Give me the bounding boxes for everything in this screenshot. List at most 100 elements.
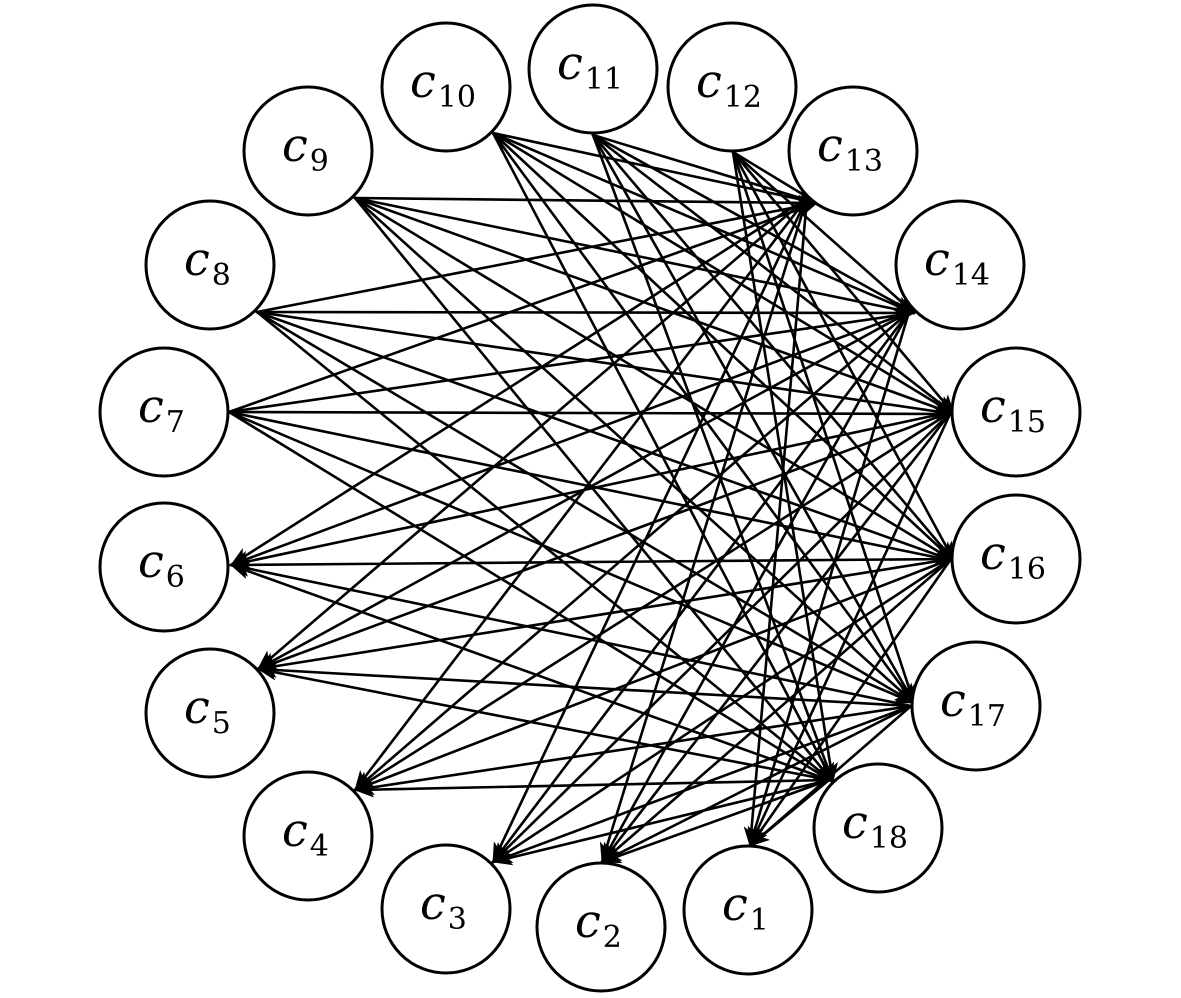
edge-c8-to-c16 — [255, 310, 956, 563]
edge-c17-to-c2 — [600, 704, 913, 864]
edge-c11-to-c14 — [591, 133, 916, 315]
edge-c7-to-c15 — [227, 405, 956, 422]
node-label-subscript: 18 — [870, 821, 908, 856]
node-c16: c16 — [950, 493, 1082, 625]
edge-c14-to-c2 — [600, 310, 911, 864]
edge-c8-to-c15 — [255, 310, 956, 420]
node-label: c17 — [940, 673, 1006, 734]
node-circle — [950, 346, 1082, 478]
edge-c13-to-c3 — [491, 196, 809, 864]
node-circle — [527, 3, 659, 135]
edge-c16-to-c5 — [256, 557, 953, 674]
node-label-letter: c — [282, 118, 308, 172]
edge-c13-to-c4 — [353, 196, 809, 792]
edge-c18-to-c3 — [491, 778, 831, 866]
node-c5: c5 — [144, 647, 276, 779]
node-circle — [380, 21, 512, 153]
node-label-subscript: 12 — [724, 80, 762, 115]
edge-c9-to-c14 — [353, 196, 916, 318]
edge-c7-to-c13 — [227, 201, 819, 414]
node-label: c5 — [184, 680, 231, 741]
node-c7: c7 — [98, 346, 230, 478]
node-circle — [787, 85, 919, 217]
edge-c9-to-c15 — [353, 196, 956, 416]
node-label-letter: c — [138, 534, 164, 588]
node-label-letter: c — [420, 876, 446, 930]
edge-c7-to-c17 — [227, 410, 916, 705]
node-label: c10 — [410, 54, 476, 115]
edge-c12-to-c13 — [731, 150, 819, 205]
edge-c17-to-c4 — [353, 704, 913, 796]
edge-c12-to-c15 — [731, 150, 956, 416]
edge-c8-to-c17 — [255, 310, 916, 705]
node-label: c18 — [842, 795, 908, 856]
node-label-subscript: 3 — [448, 902, 467, 937]
node-label-letter: c — [184, 680, 210, 734]
edge-c13-to-c2 — [599, 196, 809, 864]
edge-c18-to-c5 — [256, 664, 831, 782]
edge-c16-to-c4 — [353, 557, 953, 792]
edge-c8-to-c14 — [255, 304, 916, 321]
node-label-letter: c — [557, 36, 583, 90]
node-circle — [98, 346, 230, 478]
node-c9: c9 — [242, 85, 374, 217]
node-label: c15 — [980, 379, 1046, 440]
node-label-letter: c — [282, 803, 308, 857]
edge-c16-to-c2 — [600, 557, 953, 864]
node-label: c16 — [980, 526, 1046, 587]
node-circle — [535, 861, 667, 993]
edge-c9-to-c17 — [353, 196, 916, 705]
node-c12: c12 — [666, 21, 798, 153]
node-label-letter: c — [575, 894, 601, 948]
node-label-subscript: 16 — [1008, 552, 1046, 587]
node-circle — [98, 501, 230, 633]
edge-c18-to-c2 — [600, 778, 831, 864]
node-circle — [144, 647, 276, 779]
node-label-subscript: 13 — [845, 144, 883, 179]
edges-layer — [227, 131, 956, 866]
edge-c17-to-c5 — [256, 662, 913, 708]
node-label-subscript: 8 — [212, 258, 231, 293]
node-label: c8 — [184, 232, 231, 293]
node-label-subscript: 14 — [952, 258, 990, 293]
node-c3: c3 — [380, 843, 512, 975]
node-circle — [666, 21, 798, 153]
edge-c15-to-c4 — [353, 410, 953, 792]
node-c15: c15 — [950, 346, 1082, 478]
node-label-subscript: 10 — [438, 80, 476, 115]
node-c1: c1 — [682, 844, 814, 976]
edge-c18-to-c4 — [353, 778, 831, 798]
edge-c7-to-c18 — [227, 410, 835, 784]
node-circle — [910, 640, 1042, 772]
node-circle — [682, 844, 814, 976]
node-label-letter: c — [696, 54, 722, 108]
edge-c11-to-c13 — [591, 133, 819, 206]
node-circle — [950, 493, 1082, 625]
node-circle — [242, 85, 374, 217]
node-c17: c17 — [910, 640, 1042, 772]
node-c11: c11 — [527, 3, 659, 135]
edge-c18-to-c1 — [748, 778, 831, 848]
edge-c8-to-c13 — [255, 198, 819, 314]
edge-c9-to-c13 — [353, 194, 819, 211]
node-label: c2 — [575, 894, 622, 955]
node-label: c4 — [282, 803, 329, 864]
edge-c14-to-c4 — [353, 310, 911, 792]
edge-c16-to-c3 — [491, 557, 953, 864]
node-label-subscript: 4 — [310, 829, 329, 864]
node-c4: c4 — [242, 770, 374, 902]
node-c10: c10 — [380, 21, 512, 153]
edge-c7-to-c14 — [227, 307, 916, 414]
edge-c16-to-c6 — [229, 556, 953, 573]
node-circle — [812, 762, 944, 894]
edge-c11-to-c18 — [591, 133, 835, 784]
node-label-subscript: 7 — [166, 405, 185, 440]
node-label-letter: c — [842, 795, 868, 849]
node-label: c9 — [282, 118, 329, 179]
node-label-letter: c — [940, 673, 966, 727]
node-label: c7 — [138, 379, 185, 440]
edge-c10-to-c16 — [491, 131, 956, 563]
node-label-letter: c — [980, 526, 1006, 580]
